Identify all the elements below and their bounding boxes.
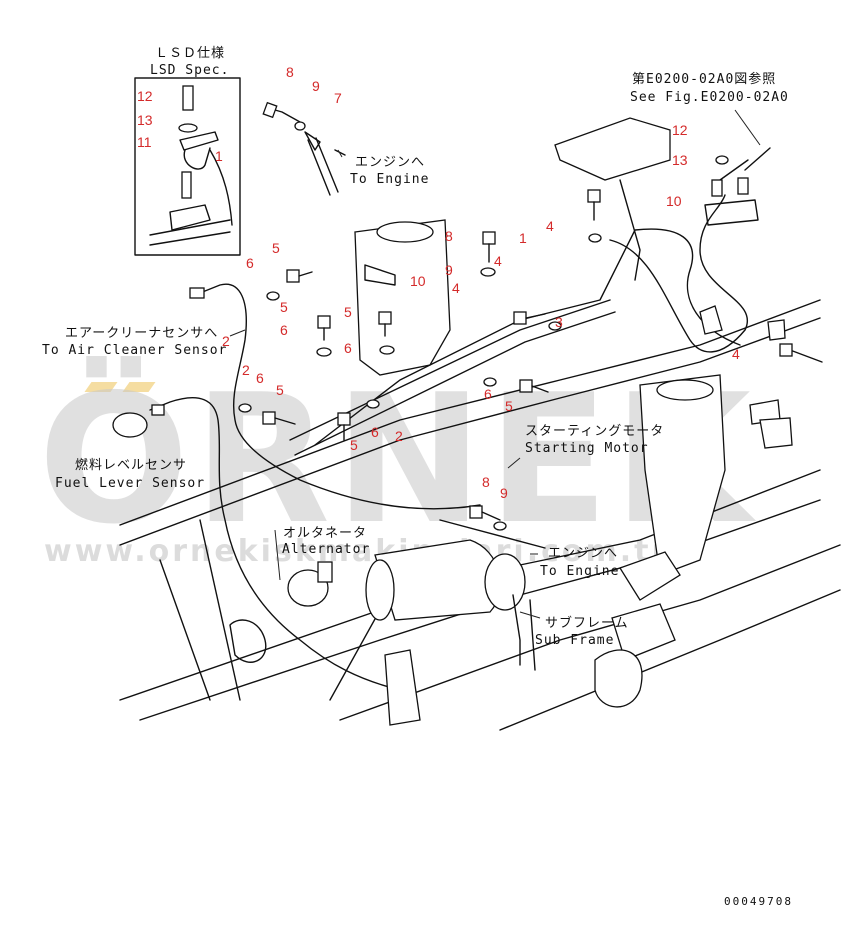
sub-frame-label-en: Sub Frame <box>535 633 615 648</box>
callout-5: 5 <box>344 304 352 320</box>
bolt-icon <box>789 349 823 363</box>
callout-6: 6 <box>280 322 288 338</box>
watermark-brand: ÖRNEK <box>38 356 755 563</box>
lsd-spec-label-jp: ＬＳＤ仕様 <box>155 46 226 61</box>
washer-icon <box>238 155 729 531</box>
callout-5: 5 <box>505 398 513 414</box>
callout-8: 8 <box>445 228 453 244</box>
callout-1: 1 <box>215 148 223 164</box>
callout-5: 5 <box>350 437 358 453</box>
callout-8: 8 <box>286 64 294 80</box>
callout-4: 4 <box>546 218 554 234</box>
drawing-code: 00049708 <box>724 895 793 908</box>
callout-12: 12 <box>672 122 688 138</box>
alternator-label-jp: オルタネータ <box>283 526 368 541</box>
spacer-icon <box>181 171 192 199</box>
callout-9: 9 <box>500 485 508 501</box>
callout-13: 13 <box>672 152 688 168</box>
bolt-icon <box>262 189 601 521</box>
connector-icon <box>189 287 205 299</box>
starting-motor-label-jp: スターティングモータ <box>525 424 665 439</box>
callout-2: 2 <box>222 333 230 349</box>
fuel-sensor-icon <box>112 412 148 438</box>
callout-4: 4 <box>732 346 740 362</box>
callout-10: 10 <box>666 193 682 209</box>
callout-9: 9 <box>445 262 453 278</box>
harness-wire <box>149 397 401 691</box>
to-engine-label-en: To Engine <box>350 172 430 187</box>
fuel-sensor-label-jp: 燃料レベルセンサ <box>75 458 188 473</box>
to-engine-label-jp: エンジンへ <box>355 155 426 170</box>
connector-icon <box>711 179 723 197</box>
callout-10: 10 <box>410 273 426 289</box>
callout-8: 8 <box>482 474 490 490</box>
lsd-spec-label-en: LSD Spec. <box>150 63 230 78</box>
callout-2: 2 <box>395 428 403 444</box>
callout-7: 7 <box>334 90 342 106</box>
see-fig-label-en: See Fig.E0200-02A0 <box>630 90 789 105</box>
to-engine-2-label-jp: エンジンへ <box>548 546 619 561</box>
harness-wire <box>609 194 748 353</box>
frame-beam <box>119 299 821 526</box>
to-engine-2-label-en: To Engine <box>540 564 620 579</box>
bracket-plate <box>554 117 671 181</box>
callout-6: 6 <box>371 424 379 440</box>
callout-6: 6 <box>246 255 254 271</box>
callout-9: 9 <box>312 78 320 94</box>
callout-2: 2 <box>242 362 250 378</box>
mount-tower <box>639 374 726 576</box>
bolt-icon <box>182 85 194 111</box>
callout-12: 12 <box>137 88 153 104</box>
callout-6: 6 <box>256 370 264 386</box>
connector-icon <box>737 177 749 195</box>
starting-motor-label-en: Starting Motor <box>525 441 649 456</box>
alternator-label-en: Alternator <box>282 542 371 557</box>
callout-4: 4 <box>494 253 502 269</box>
air-cleaner-label-jp: エアークリーナセンサへ <box>65 326 219 341</box>
washer-icon <box>178 123 198 133</box>
see-fig-label-jp: 第E0200-02A0図参照 <box>632 72 777 87</box>
callout-5: 5 <box>276 382 284 398</box>
callout-4: 4 <box>452 280 460 296</box>
washer-icon <box>294 121 306 131</box>
fuel-sensor-label-en: Fuel Lever Sensor <box>55 476 206 491</box>
callout-5: 5 <box>280 299 288 315</box>
callout-11: 11 <box>137 134 152 150</box>
callout-5: 5 <box>272 240 280 256</box>
callout-1: 1 <box>519 230 527 246</box>
connector-icon <box>151 404 165 416</box>
sub-frame-label-jp: サブフレーム <box>545 616 629 631</box>
callout-3: 3 <box>555 314 563 330</box>
air-cleaner-label-en: To Air Cleaner Sensor <box>42 343 228 358</box>
watermark-url: www.ornekiskmakinalari.com.tr <box>44 534 670 569</box>
subframe-plate <box>619 551 681 601</box>
clamp-icon <box>307 139 331 196</box>
mount-tower <box>354 219 451 376</box>
callout-6: 6 <box>484 386 492 402</box>
callout-13: 13 <box>137 112 153 128</box>
callout-6: 6 <box>344 340 352 356</box>
harness-wire <box>194 283 481 510</box>
